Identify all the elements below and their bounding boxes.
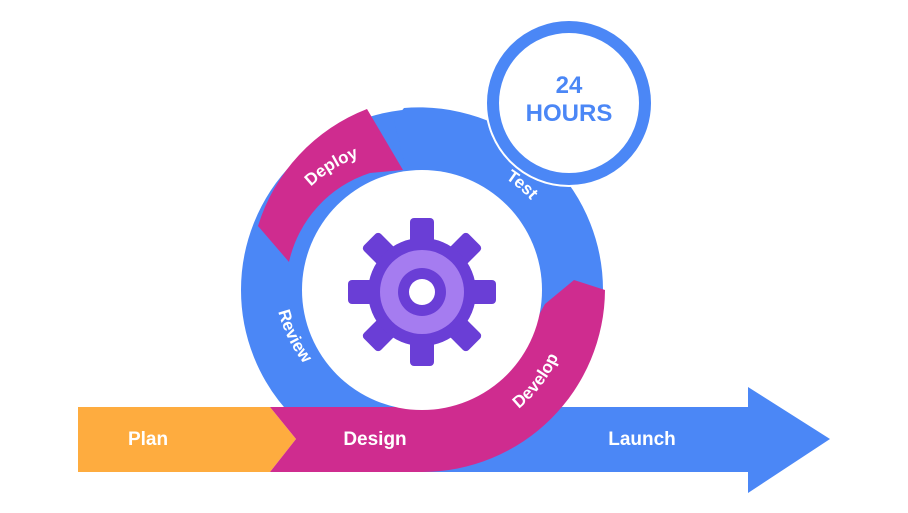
timer-value: 24 [556,72,583,99]
timer-ring [487,21,651,185]
design-label: Design [343,429,406,450]
timer-badge: 24 HOURS [485,19,653,187]
develop-segment [270,280,605,472]
deploy-segment [258,109,403,262]
plan-label: Plan [128,429,168,450]
gear-icon [348,218,496,366]
launch-label: Launch [608,429,676,450]
timer-unit: HOURS [526,100,613,127]
plan-segment [78,407,296,472]
